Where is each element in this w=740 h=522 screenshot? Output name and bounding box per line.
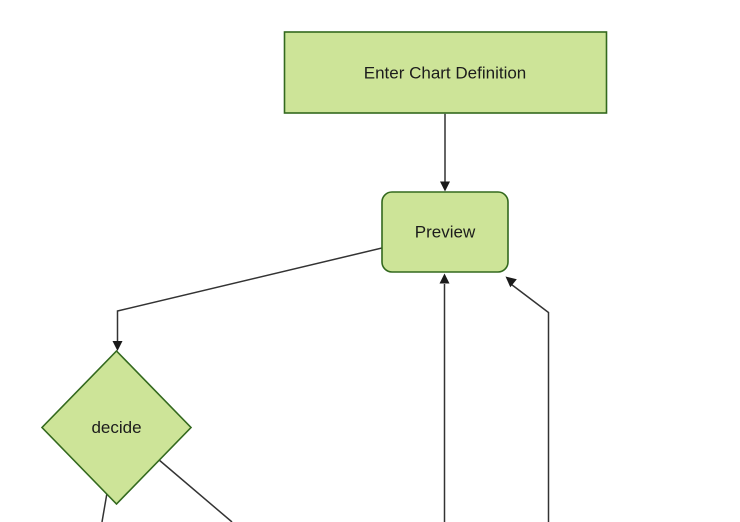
edge-layer: [101, 113, 550, 522]
edge-bottom-right-to-preview: [511, 283, 550, 522]
node-preview: Preview: [381, 191, 509, 273]
enter-chart-definition-label: Enter Chart Definition: [364, 64, 527, 83]
preview-box: [381, 191, 509, 273]
edge-preview-to-decide: [116, 247, 383, 343]
decide-label: decide: [91, 418, 141, 437]
arrowhead-into-decide-top-icon: [112, 341, 123, 351]
enter-chart-definition-box: [283, 31, 608, 114]
arrowhead-into-preview-top-icon: [440, 181, 450, 192]
preview-label: Preview: [415, 223, 476, 242]
node-enter-chart-definition: Enter Chart Definition: [283, 31, 608, 114]
decide-diamond: [40, 349, 193, 506]
node-decide: decide: [40, 349, 193, 506]
arrowhead-into-preview-bottom-icon: [439, 273, 450, 284]
arrowhead-into-preview-corner-icon: [505, 276, 517, 288]
